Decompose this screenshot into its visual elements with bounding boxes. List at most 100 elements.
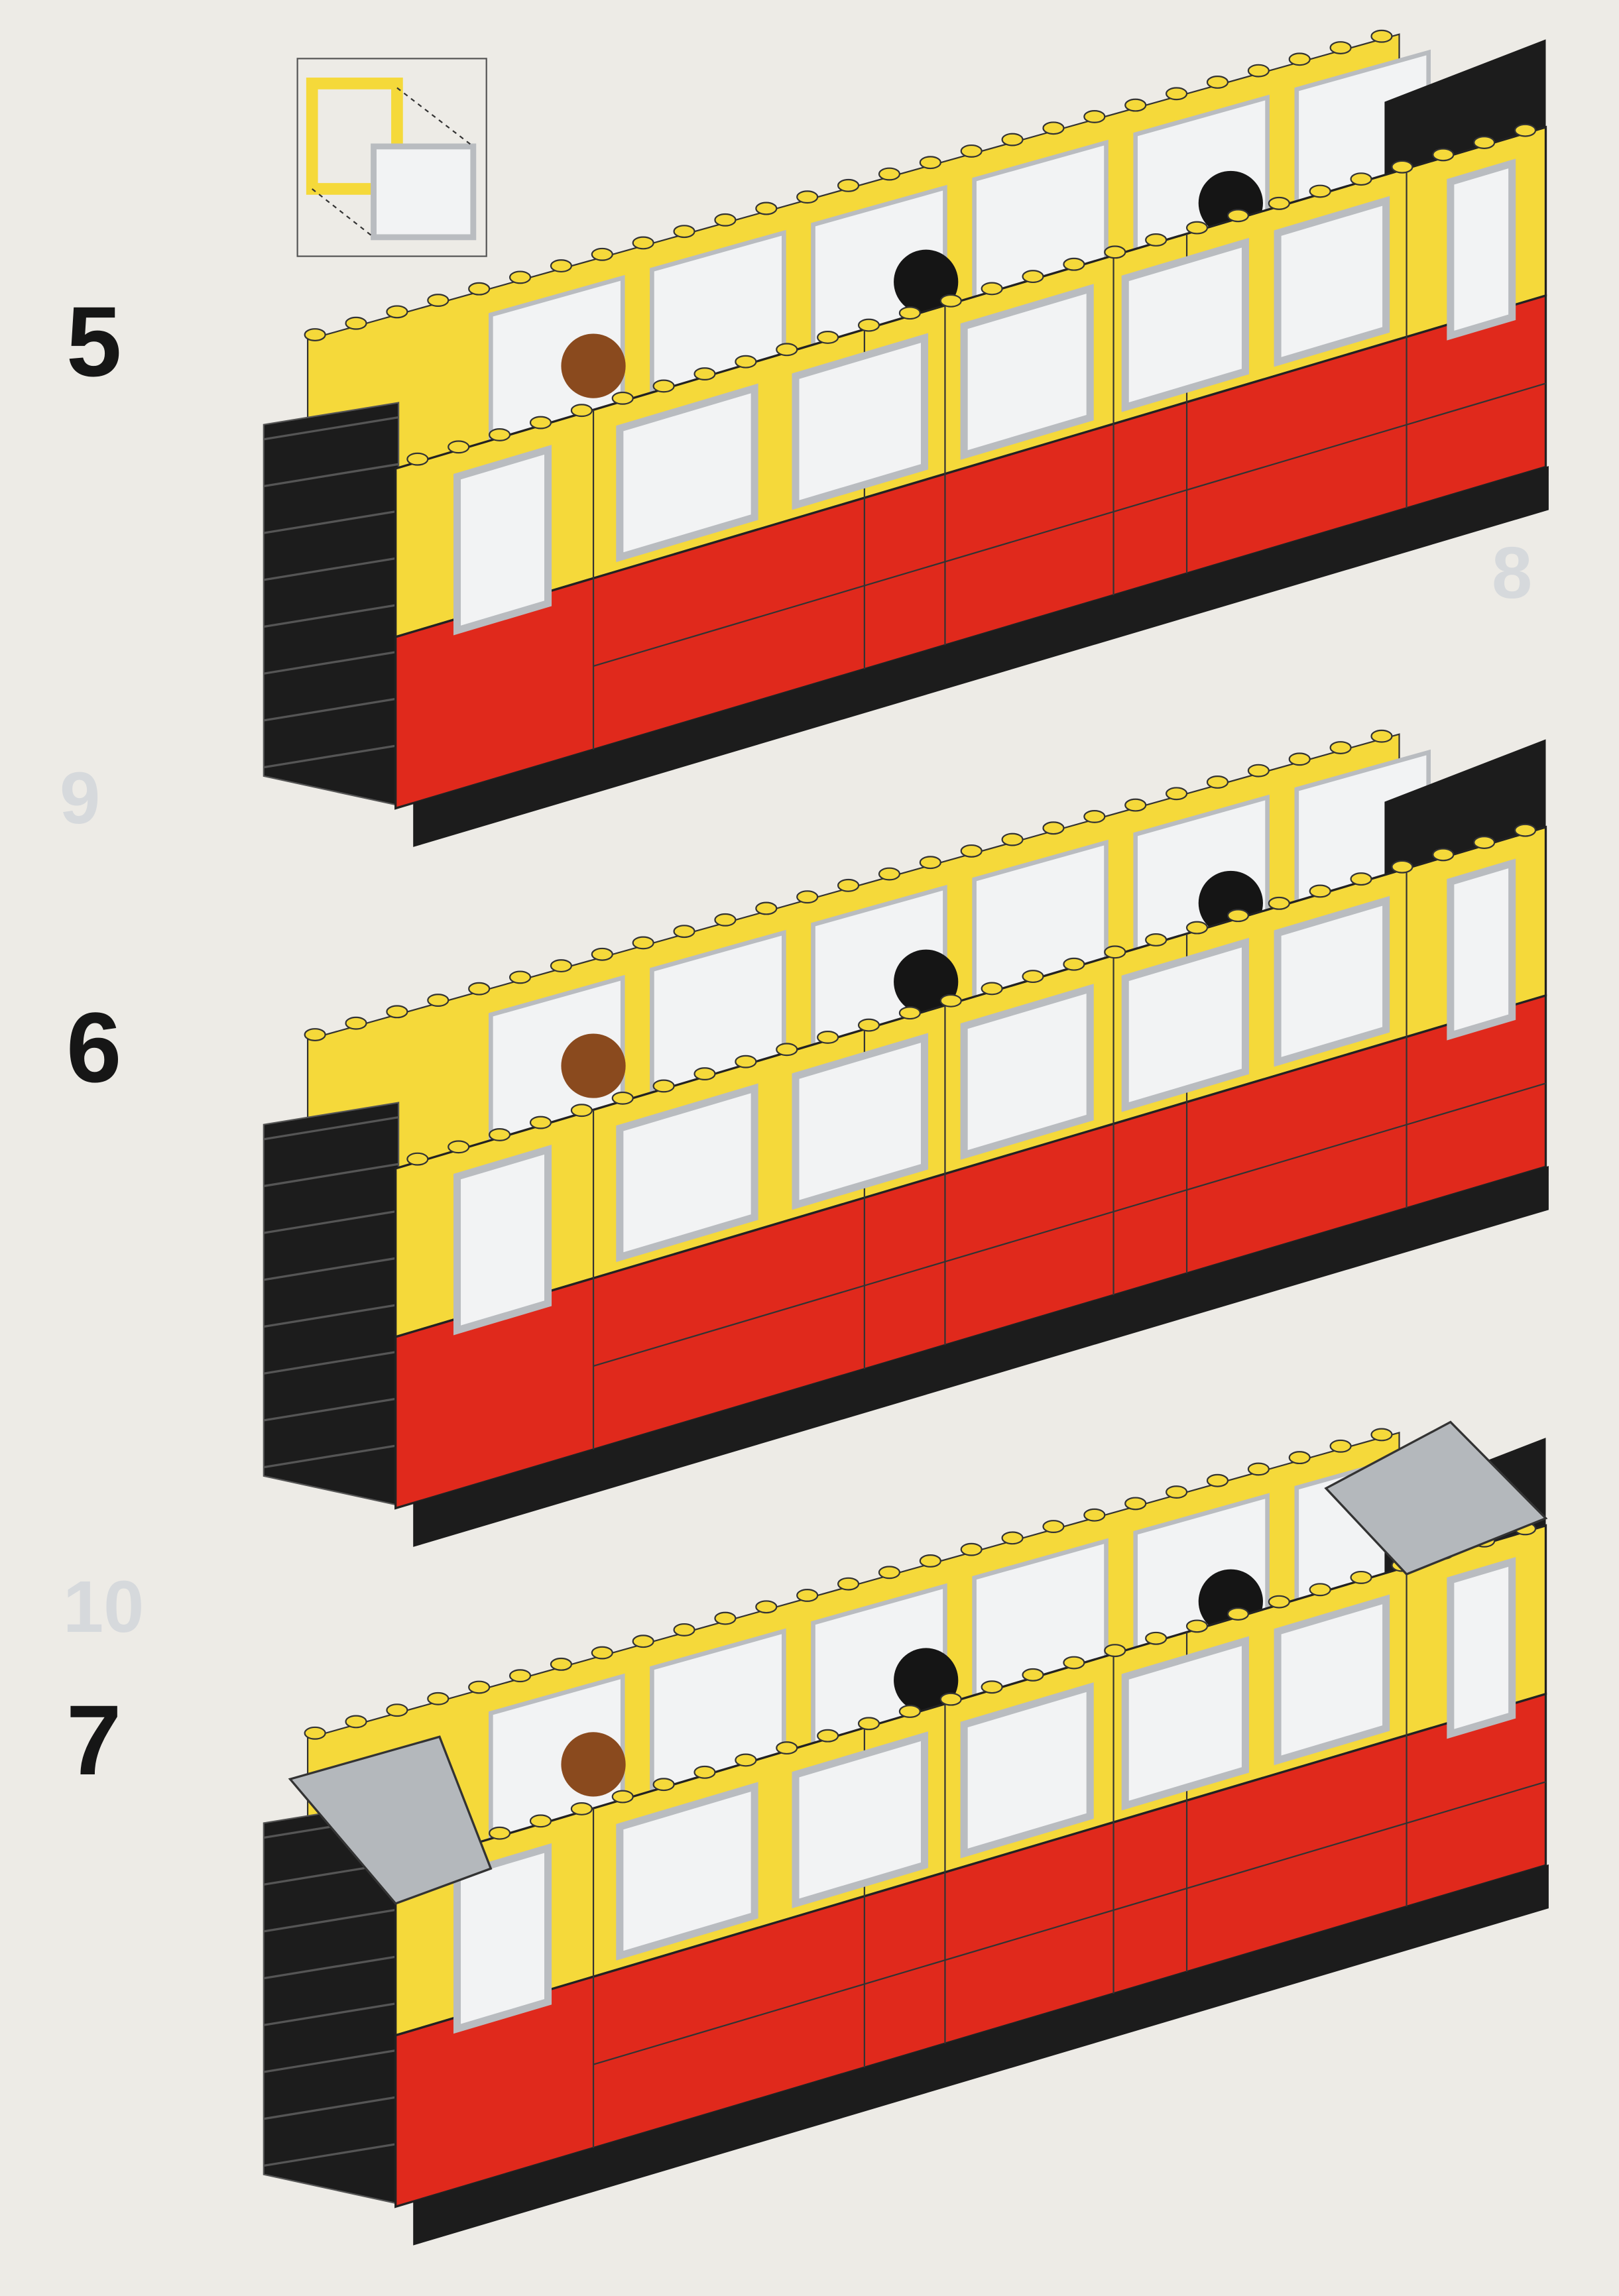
stud: [1083, 1508, 1106, 1522]
stud: [529, 416, 552, 430]
stud: [837, 178, 860, 192]
stud: [776, 1043, 798, 1057]
window: [616, 1782, 758, 1961]
brick-seam: [263, 1210, 399, 1234]
stud: [693, 1765, 716, 1779]
stud: [898, 1006, 921, 1020]
gray-slope-right: [1324, 1420, 1548, 1576]
stud: [817, 331, 839, 344]
stud: [611, 391, 634, 405]
window: [960, 1682, 1094, 1859]
stud: [981, 282, 1003, 296]
brick-seam: [263, 2095, 399, 2120]
stud: [1166, 87, 1188, 101]
step-number-6: 6: [66, 992, 122, 1103]
step-number-5: 5: [66, 286, 122, 397]
brick-seam: [263, 697, 399, 722]
stud: [468, 982, 491, 996]
stud: [878, 167, 901, 181]
ghost-number: 10: [63, 1566, 145, 1648]
stud: [1227, 209, 1249, 223]
stud: [1206, 1473, 1229, 1487]
stud: [693, 367, 716, 381]
brick-seam: [263, 1908, 399, 1933]
stud: [837, 878, 860, 892]
stud: [1124, 98, 1147, 112]
stud: [1022, 1668, 1044, 1682]
stud: [960, 144, 983, 158]
stud: [386, 1005, 408, 1019]
stud: [550, 959, 572, 973]
stud: [632, 936, 654, 950]
base-plate: [413, 1166, 1549, 1547]
window: [1274, 196, 1390, 367]
step-number-7: 7: [66, 1684, 122, 1796]
stud: [489, 1127, 511, 1141]
stud: [755, 901, 778, 915]
stud: [427, 1692, 450, 1705]
brick-seam: [263, 603, 399, 628]
stud: [673, 925, 695, 939]
stud: [386, 305, 408, 319]
brick-seam: [263, 557, 399, 581]
stud: [406, 452, 429, 466]
door-window: [453, 445, 552, 636]
stud: [1185, 1619, 1209, 1633]
train-wall-step-7: [263, 1420, 1549, 2246]
stud: [1309, 1583, 1331, 1597]
left-black-column: [263, 402, 400, 807]
stud: [1350, 172, 1372, 186]
stud: [1227, 909, 1249, 923]
stud: [550, 259, 572, 273]
stud: [1432, 148, 1455, 162]
stud: [1104, 245, 1126, 259]
stud: [1391, 860, 1413, 874]
stud: [1391, 160, 1413, 174]
stud: [1514, 123, 1537, 137]
stud: [427, 994, 450, 1007]
stud: [1185, 921, 1209, 935]
brick-seam: [263, 2049, 399, 2073]
stud: [735, 1055, 757, 1068]
stud: [1247, 764, 1270, 777]
assembly-guide-line: [312, 188, 375, 238]
stud: [837, 1577, 860, 1591]
stud: [919, 156, 941, 170]
stud: [1185, 221, 1209, 235]
stud: [611, 1790, 634, 1804]
stud: [591, 247, 613, 261]
stud: [693, 1067, 716, 1081]
stud: [406, 1152, 429, 1166]
stud: [1350, 1570, 1372, 1584]
stud: [1268, 1595, 1290, 1609]
window: [616, 1083, 758, 1263]
gray-slope-left: [288, 1735, 493, 1905]
stud: [1514, 823, 1537, 837]
window: [1274, 1594, 1390, 1766]
stud: [714, 913, 737, 927]
minifigure-head: [561, 333, 626, 398]
brick-seam: [263, 1397, 399, 1422]
brick-seam: [263, 2142, 399, 2167]
stud: [1104, 945, 1126, 959]
brick-seam: [593, 382, 1546, 667]
stud: [796, 1589, 819, 1602]
stud: [960, 1542, 983, 1556]
stud: [1166, 1485, 1188, 1499]
stud: [1247, 1462, 1270, 1476]
stud: [1124, 1497, 1147, 1511]
stud: [898, 306, 921, 320]
stud: [652, 379, 675, 393]
stud: [981, 1680, 1003, 1694]
stud: [427, 294, 450, 308]
stud: [632, 1635, 654, 1648]
stud: [1206, 76, 1229, 89]
stud: [1001, 133, 1024, 146]
stud: [1063, 257, 1085, 271]
stud: [1288, 1451, 1311, 1465]
stud: [509, 270, 532, 284]
stud: [714, 213, 737, 227]
base-plate: [413, 1864, 1549, 2246]
door-window: [1447, 158, 1516, 341]
stud: [1145, 1631, 1168, 1645]
